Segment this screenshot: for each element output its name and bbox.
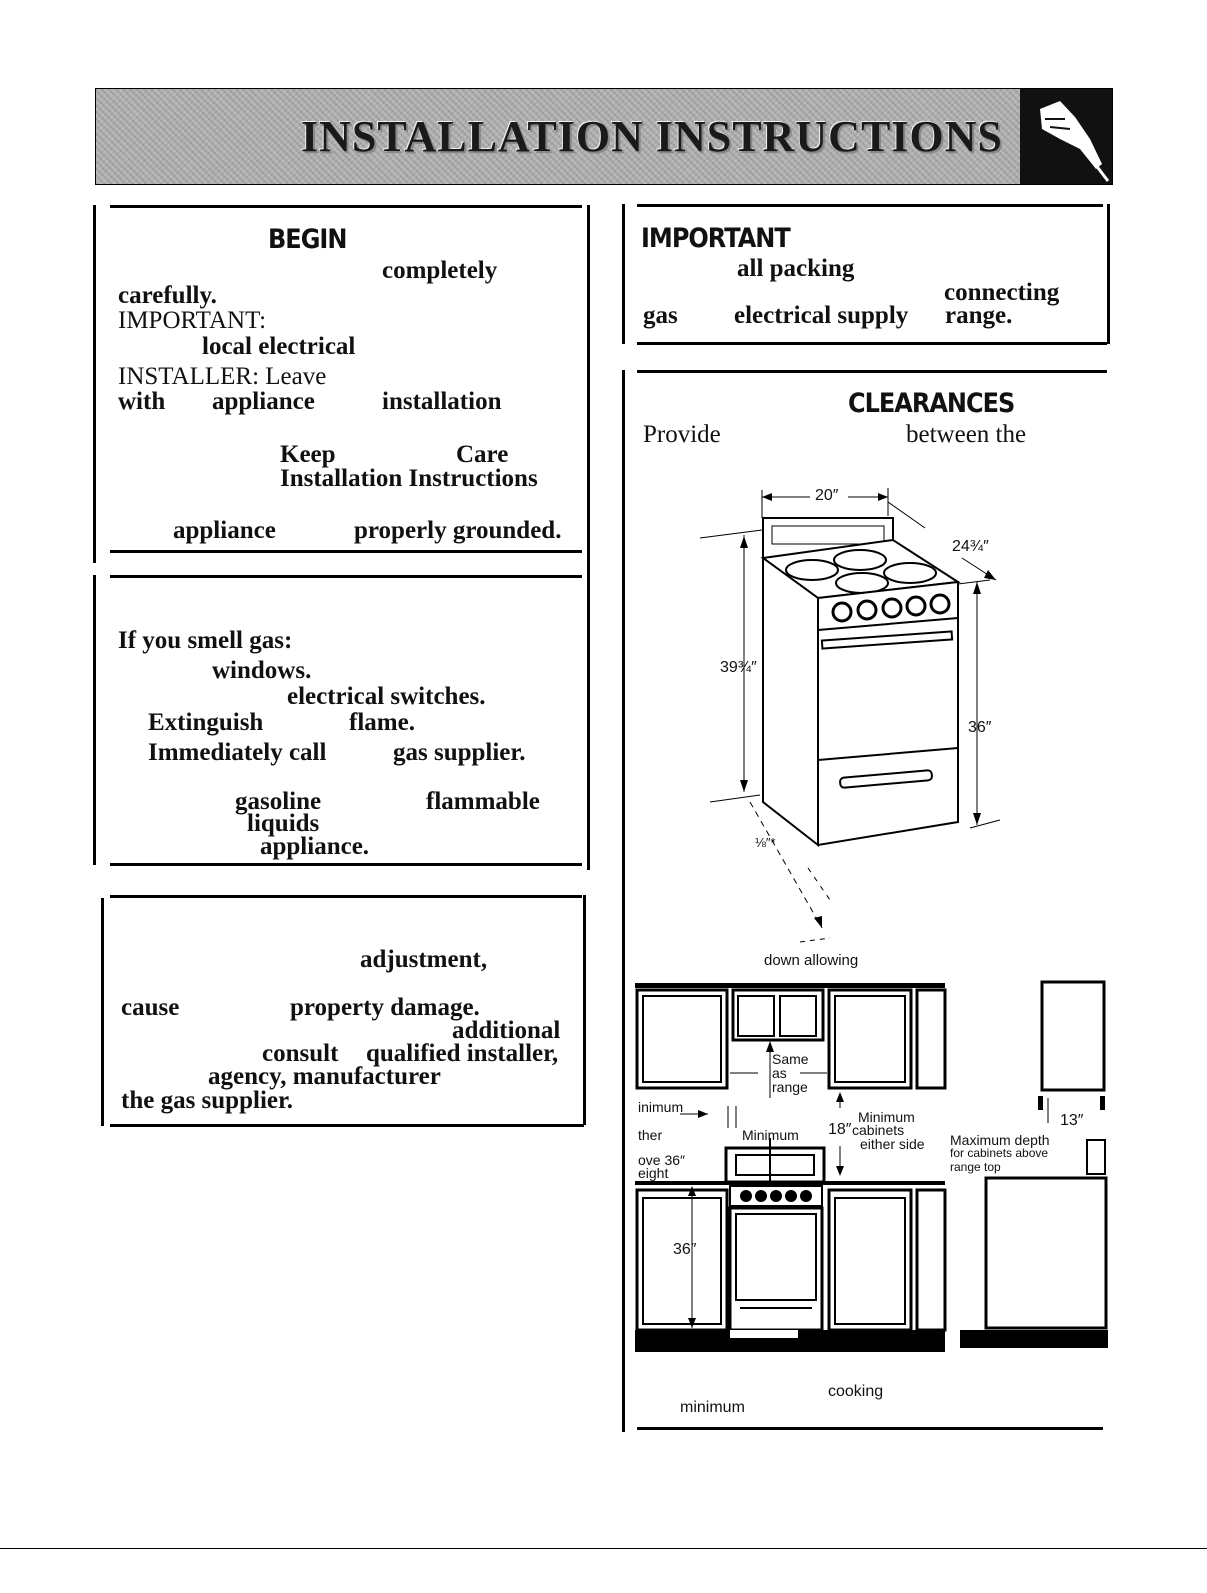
rule: [110, 863, 582, 866]
text-line: properly grounded.: [354, 517, 562, 544]
text-line: flammable: [426, 788, 540, 815]
text-line: Keep: [280, 441, 336, 468]
mid-bar: [587, 205, 590, 870]
dim-height: 39¾″: [720, 659, 757, 676]
caption-minimum: minimum: [680, 1399, 745, 1416]
text-line: gasoline: [235, 788, 322, 815]
rule: [110, 895, 582, 898]
text-line: completely: [382, 257, 498, 284]
rule: [637, 1427, 1103, 1430]
before-begin-heading: BEGIN: [268, 223, 347, 255]
footer-rule: [0, 1548, 1207, 1549]
rule: [637, 204, 1103, 207]
important-heading: IMPORTANT: [641, 222, 791, 254]
hand-logo: [1020, 89, 1112, 184]
text-line: IMPORTANT:: [118, 307, 267, 334]
text-line: appliance: [173, 517, 276, 544]
hand-icon: [1040, 101, 1110, 182]
label-thirtysix: 36″: [673, 1241, 697, 1258]
text-line: Extinguish: [148, 709, 264, 736]
text-line: connecting: [944, 279, 1060, 306]
text-line: consult: [262, 1040, 339, 1067]
dim-gap: ⅛″*: [755, 835, 776, 850]
left-bar-2: [93, 575, 96, 865]
left-bar-3: [101, 898, 104, 1126]
text-line: Provide: [643, 421, 721, 448]
dim-depth: 24¾″: [952, 538, 989, 555]
text-line: INSTALLER: Leave: [118, 363, 327, 390]
label-eighteen: 18″: [828, 1121, 852, 1138]
label-above: ove 36″: [638, 1152, 685, 1168]
text-line: the gas supplier.: [121, 1087, 294, 1114]
label-as: as: [772, 1065, 787, 1081]
label-for-cabinets: for cabinets above: [950, 1146, 1049, 1160]
rule: [110, 1124, 584, 1127]
text-line: gas supplier.: [393, 739, 526, 766]
caption-cooking: cooking: [828, 1383, 884, 1400]
right-bar-right: [1107, 204, 1110, 344]
text-line: all packing: [737, 255, 855, 282]
cabinet-drawing: [635, 980, 1108, 1352]
text-line: installation: [382, 388, 502, 415]
right-bar-left: [622, 204, 625, 344]
label-same: Same: [772, 1051, 809, 1067]
text-line: with: [118, 388, 166, 415]
label-minimum-left: inimum: [638, 1099, 684, 1115]
label-other: ther: [638, 1127, 663, 1143]
rule: [110, 575, 582, 578]
text-line: range.: [945, 302, 1013, 329]
label-range-top: range top: [950, 1160, 1001, 1174]
text-line: agency, manufacturer: [208, 1063, 441, 1090]
label-minimum-center: Minimum: [742, 1127, 799, 1143]
text-line: electrical switches.: [287, 683, 486, 710]
label-range: range: [772, 1079, 808, 1095]
mid-bar-2: [583, 895, 586, 1125]
text-line: qualified installer,: [366, 1040, 559, 1067]
rule: [110, 550, 582, 553]
range-drawing: [699, 488, 1001, 943]
text-line: appliance.: [260, 833, 370, 860]
text-line: Installation Instructions: [280, 465, 538, 492]
text-line: gas: [643, 302, 678, 329]
text-line: additional: [452, 1017, 561, 1044]
label-thirteen: 13″: [1060, 1112, 1084, 1129]
text-line: flame.: [349, 709, 415, 736]
text-line: carefully.: [118, 282, 217, 309]
label-max-depth: Maximum depth: [950, 1132, 1050, 1148]
right-bar-long: [622, 370, 625, 1432]
dim-counter: 36″: [968, 719, 992, 736]
header-banner: INSTALLATION INSTRUCTIONS: [95, 88, 1113, 185]
label-cabinets: cabinets: [852, 1122, 905, 1138]
rule: [110, 205, 582, 208]
dim-width: 20″: [815, 487, 839, 504]
rule: [637, 370, 1107, 373]
label-either-side: either side: [860, 1136, 925, 1152]
rule: [637, 342, 1107, 345]
text-line: If you smell gas:: [118, 627, 293, 654]
label-minimum-cab: Minimum: [858, 1109, 915, 1125]
text-line: adjustment,: [360, 946, 488, 973]
label-height: eight: [638, 1165, 669, 1181]
page-title: INSTALLATION INSTRUCTIONS: [301, 112, 1003, 161]
text-line: appliance: [212, 388, 315, 415]
text-line: electrical supply: [734, 302, 909, 329]
left-bar-1: [93, 205, 96, 563]
clearances-heading: CLEARANCES: [848, 387, 1015, 419]
text-line: between the: [906, 421, 1027, 448]
text-line: local electrical: [202, 333, 356, 360]
text-line: property damage.: [290, 994, 480, 1021]
text-line: windows.: [212, 657, 312, 684]
text-line: liquids: [247, 810, 320, 837]
note-down-allowing: down allowing: [764, 952, 859, 969]
text-line: Immediately call: [148, 739, 327, 766]
text-line: Care: [456, 441, 509, 468]
text-line: cause: [121, 994, 180, 1021]
